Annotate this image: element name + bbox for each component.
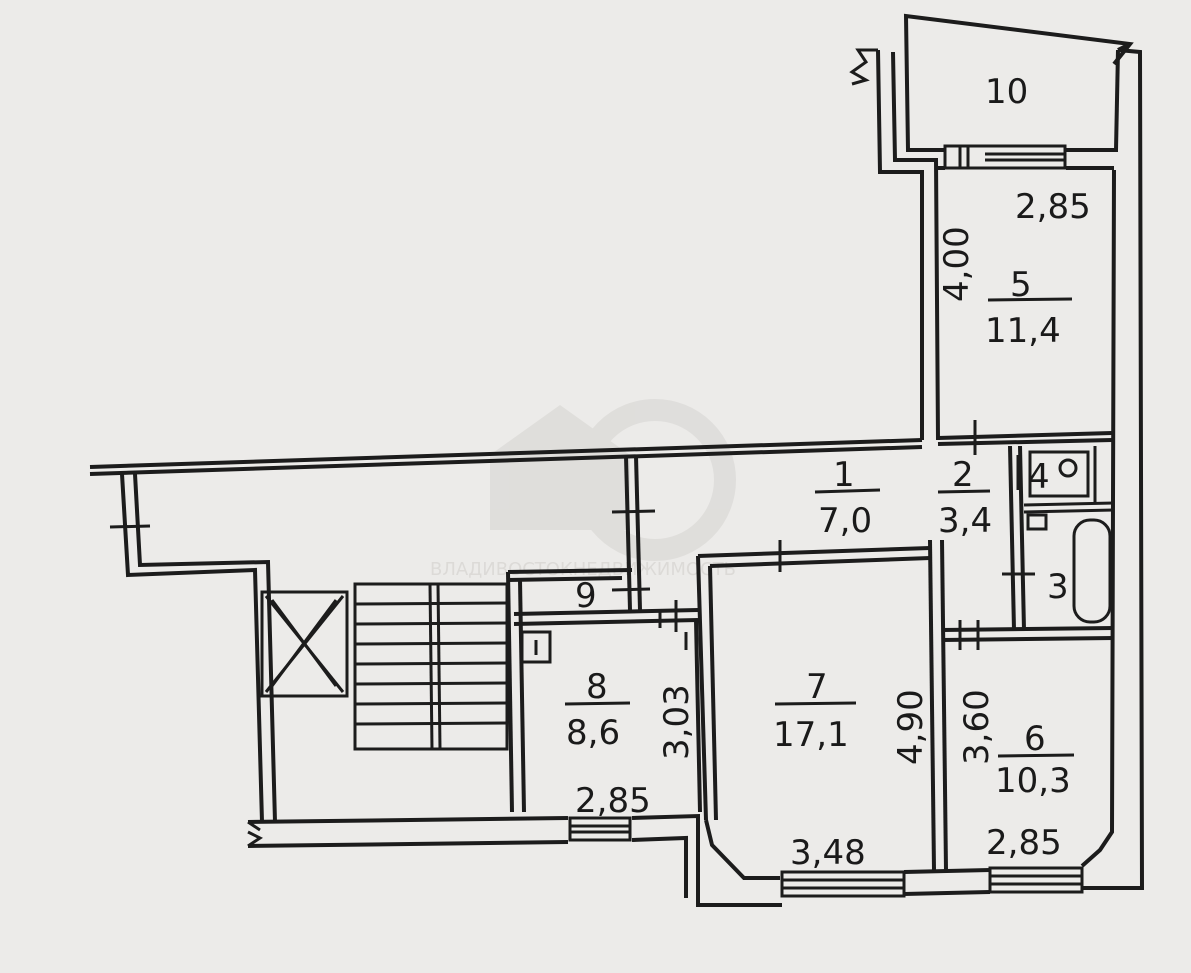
room-2-number: 2 [952,455,974,495]
room-6-number: 6 [1024,719,1046,759]
room-1-area: 7,0 [818,501,872,541]
room-5-width-dimension: 2,85 [1015,187,1091,227]
watermark-logo: ВЛАДИВОСТОКНЕДВИЖИМОСТЬ [430,399,736,580]
room-6-length-dimension: 3,60 [957,689,997,765]
room-8-number: 8 [586,667,608,707]
room-6-width-dimension: 2,85 [986,823,1062,863]
room-7-area: 17,1 [773,715,849,755]
bathtub-fixture [1072,518,1112,624]
door-marks [109,420,1035,650]
area-fraction-bars [564,297,1075,758]
room-7-number: 7 [806,667,828,707]
room-5-length-dimension: 4,00 [937,226,977,302]
room-labels: 10 5 11,4 1 7,0 2 3,4 4 3 9 8 8,6 7 17,1… [566,72,1071,801]
room-1-number: 1 [833,455,855,495]
room-6-area: 10,3 [995,761,1071,801]
room-3-number: 3 [1047,567,1069,607]
room-7-width-dimension: 3,48 [790,833,866,873]
room-10-number: 10 [985,72,1028,112]
toilet-fixture [1028,450,1090,498]
room-4-number: 4 [1028,457,1050,497]
room-5-number: 5 [1010,265,1032,305]
room-9-number: 9 [575,576,597,616]
room-8-area: 8,6 [566,713,620,753]
room-5-area: 11,4 [985,311,1061,351]
cabinet-fixture [520,630,552,664]
room-8-length-dimension: 3,03 [657,684,697,760]
dimension-labels: 2,85 4,00 2,85 3,03 3,48 4,90 2,85 3,60 [575,187,1091,873]
walls [89,13,1145,907]
sink-fixture [1026,513,1048,531]
room-8-width-dimension: 2,85 [575,781,651,821]
staircase [353,582,509,751]
room-2-area: 3,4 [938,501,992,541]
room-7-length-dimension: 4,90 [891,689,931,765]
